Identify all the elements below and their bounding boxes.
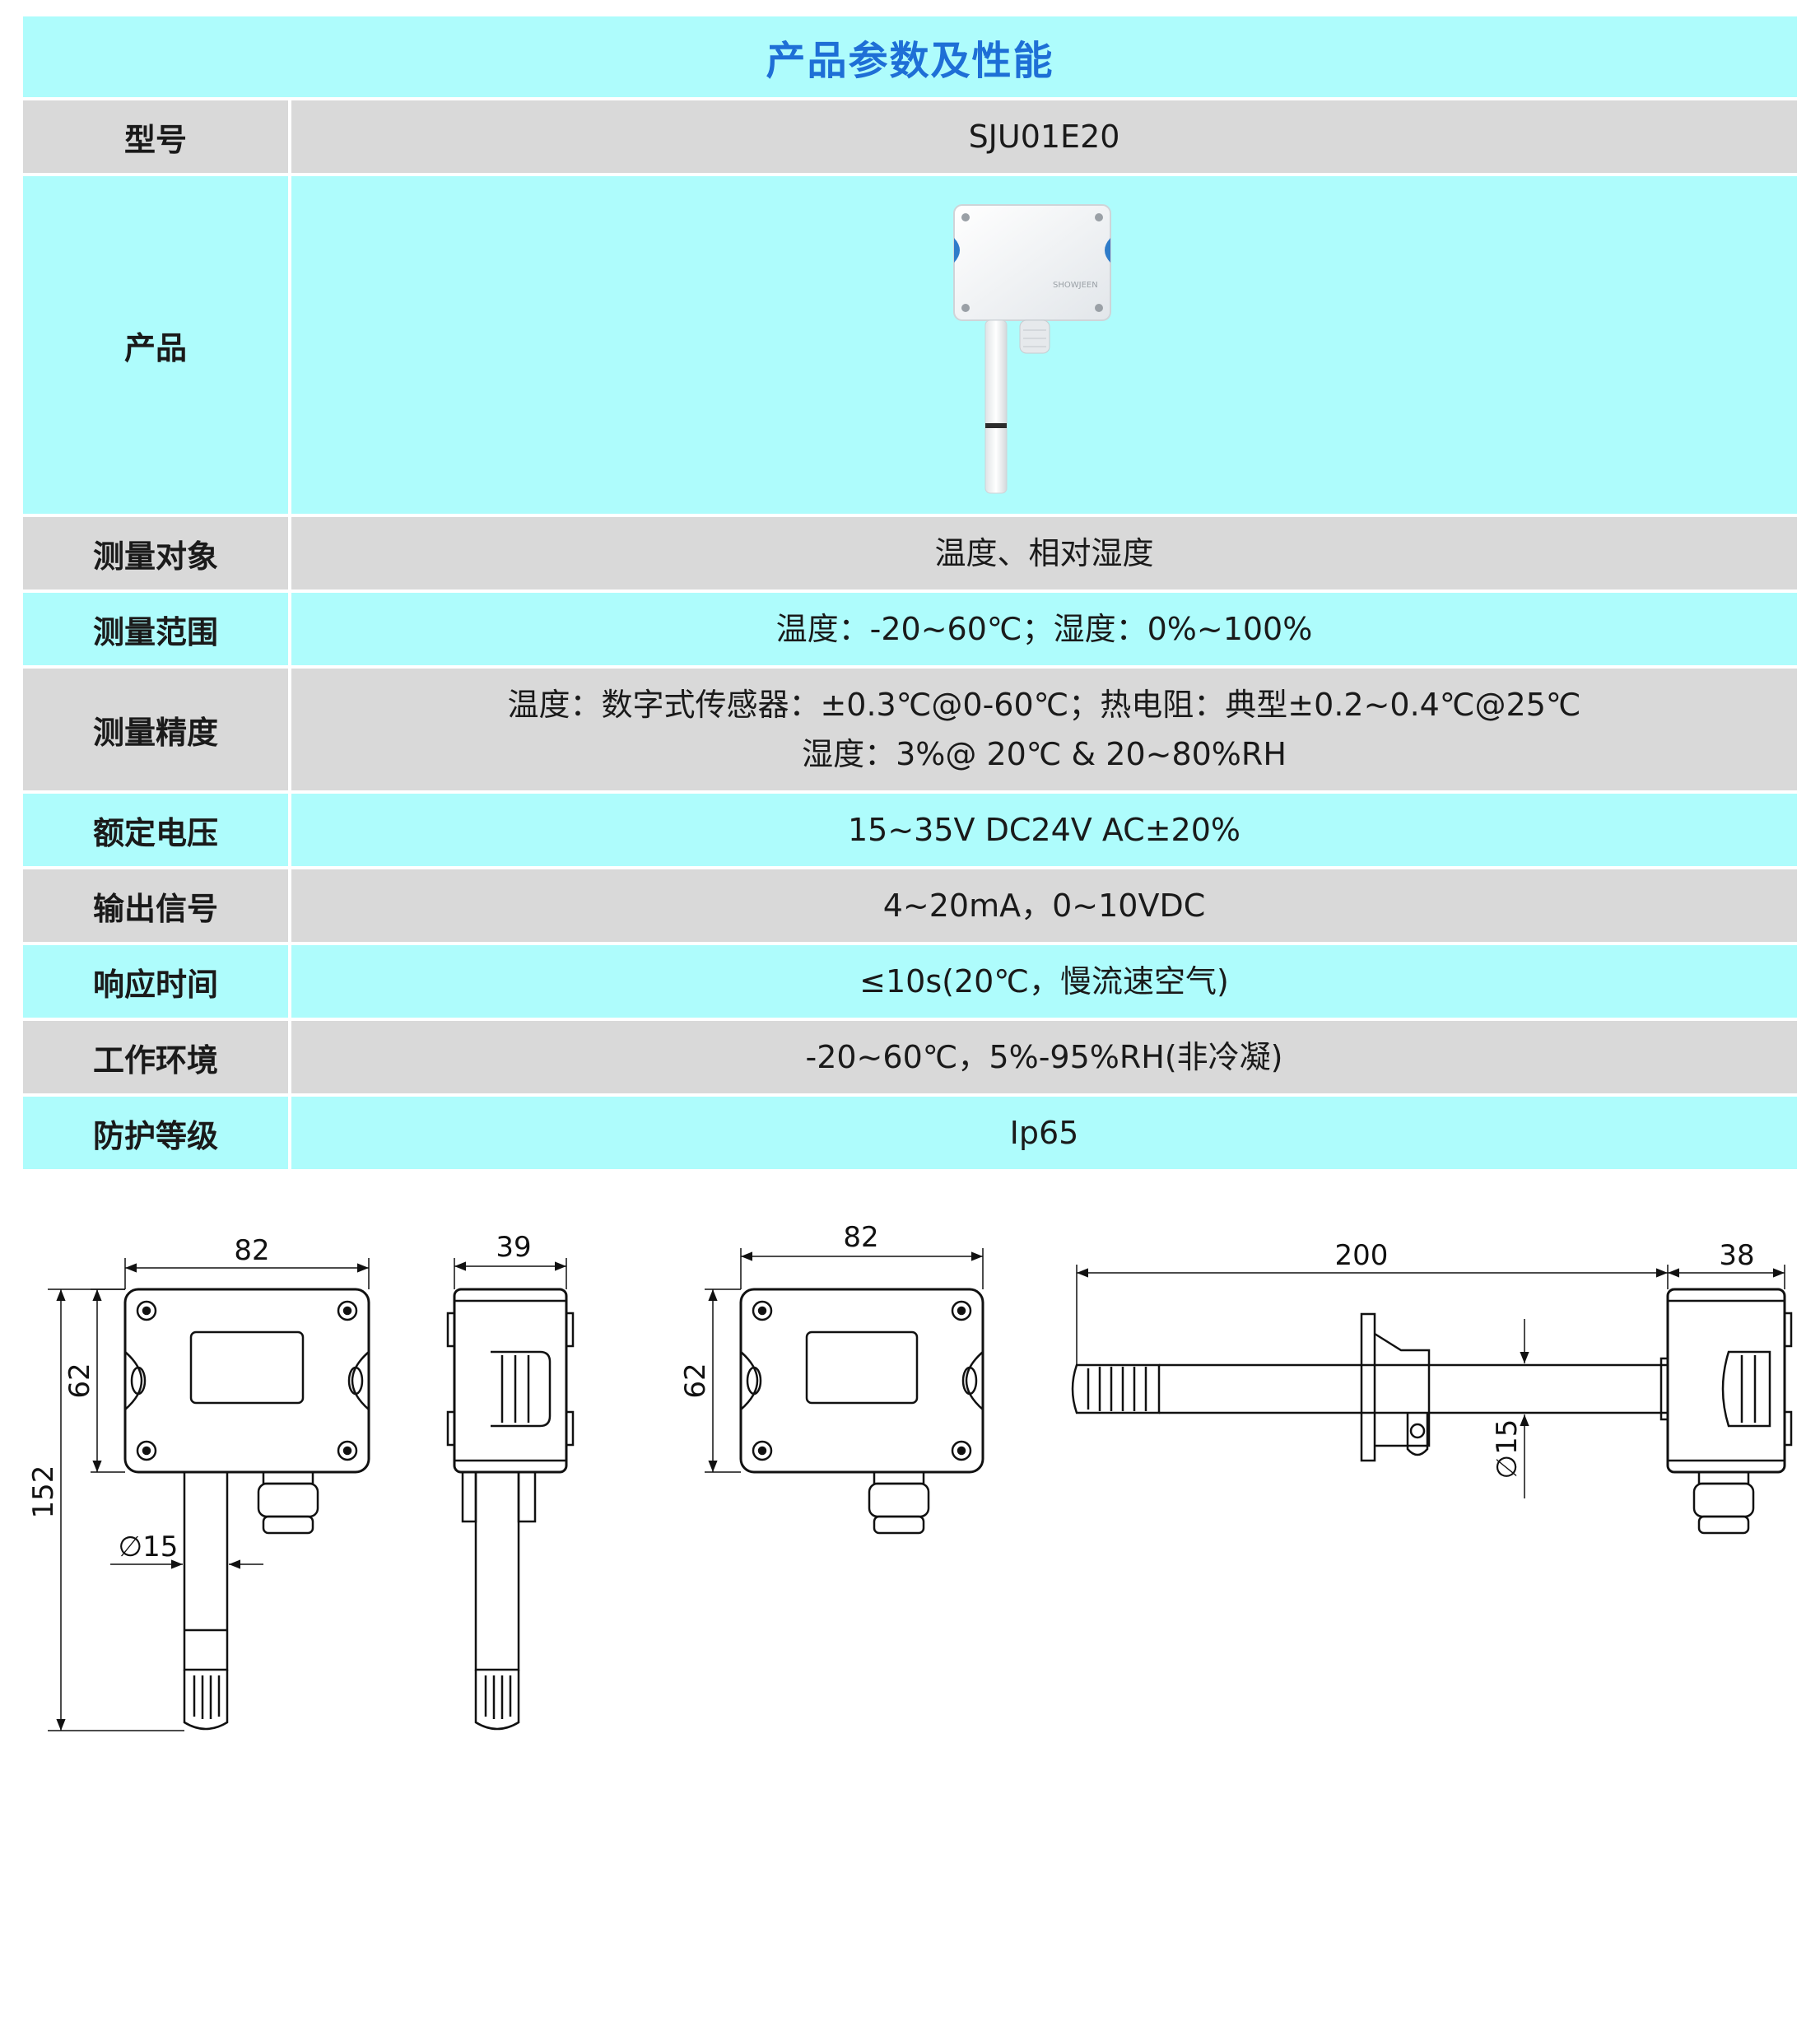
- dim-width-82: 82: [234, 1234, 269, 1267]
- row-response: 响应时间 ≤10s(20℃，慢流速空气): [23, 945, 1797, 1018]
- product-photo: SHOWJEEN: [952, 204, 1111, 494]
- side-view: 39: [446, 1231, 575, 1731]
- dim-total-152: 152: [27, 1465, 60, 1519]
- row-value: SJU01E20: [291, 100, 1797, 173]
- row-label: 测量对象: [23, 517, 288, 589]
- row-environment: 工作环境 -20~60℃，5%-95%RH(非冷凝): [23, 1021, 1797, 1093]
- row-label: 防护等级: [23, 1097, 288, 1169]
- dim-width-82-short: 82: [843, 1221, 878, 1254]
- row-label: 工作环境: [23, 1021, 288, 1093]
- product-brand: SHOWJEEN: [1053, 281, 1098, 290]
- front-short-view: 82 62: [679, 1221, 984, 1535]
- row-value: Ip65: [291, 1097, 1797, 1169]
- row-product: 产品: [23, 176, 1797, 514]
- row-accuracy: 测量精度 温度：数字式传感器：±0.3℃@0-60℃；热电阻：典型±0.2~0.…: [23, 669, 1797, 790]
- row-protection: 防护等级 Ip65: [23, 1097, 1797, 1169]
- row-voltage: 额定电压 15~35V DC24V AC±20%: [23, 794, 1797, 866]
- dim-height-62: 62: [63, 1363, 96, 1398]
- dim-duct-probe-dia: ∅15: [1491, 1419, 1524, 1479]
- product-photo-cell: SHOWJEEN: [291, 176, 1797, 514]
- row-value: 4~20mA，0~10VDC: [291, 869, 1797, 942]
- row-measure-range: 测量范围 温度：-20~60℃；湿度：0%~100%: [23, 593, 1797, 665]
- dim-depth-38: 38: [1719, 1239, 1754, 1272]
- accuracy-line-1: 温度：数字式传感器：±0.3℃@0-60℃；热电阻：典型±0.2~0.4℃@25…: [507, 687, 1581, 723]
- accuracy-line-2: 湿度：3%@ 20℃ & 20~80%RH: [802, 736, 1287, 772]
- row-measure-object: 测量对象 温度、相对湿度: [23, 517, 1797, 589]
- row-value: 温度：-20~60℃；湿度：0%~100%: [291, 593, 1797, 665]
- row-label: 产品: [23, 176, 288, 514]
- row-label: 测量范围: [23, 593, 288, 665]
- row-value: 温度、相对湿度: [291, 517, 1797, 589]
- dim-depth-39: 39: [496, 1231, 531, 1264]
- row-label: 型号: [23, 100, 288, 173]
- row-label: 额定电压: [23, 794, 288, 866]
- dim-probe-dia: ∅15: [119, 1531, 179, 1563]
- row-value: ≤10s(20℃，慢流速空气): [291, 945, 1797, 1018]
- dim-length-200: 200: [1335, 1239, 1389, 1272]
- row-output: 输出信号 4~20mA，0~10VDC: [23, 869, 1797, 942]
- dimension-drawings: 82 62 152 ∅15: [27, 1221, 1793, 1731]
- row-value: -20~60℃，5%-95%RH(非冷凝): [291, 1021, 1797, 1093]
- spec-table: 产品参数及性能 型号 SJU01E20 产品: [23, 16, 1797, 1172]
- row-model: 型号 SJU01E20: [23, 100, 1797, 173]
- duct-view: 200 38 ∅15: [1071, 1239, 1793, 1535]
- row-label: 响应时间: [23, 945, 288, 1018]
- row-label: 测量精度: [23, 669, 288, 790]
- row-value: 15~35V DC24V AC±20%: [291, 794, 1797, 866]
- front-view: 82 62 152 ∅15: [27, 1234, 370, 1731]
- table-title: 产品参数及性能: [23, 16, 1797, 97]
- dim-height-62-short: 62: [679, 1363, 712, 1398]
- row-value: 温度：数字式传感器：±0.3℃@0-60℃；热电阻：典型±0.2~0.4℃@25…: [291, 669, 1797, 790]
- row-label: 输出信号: [23, 869, 288, 942]
